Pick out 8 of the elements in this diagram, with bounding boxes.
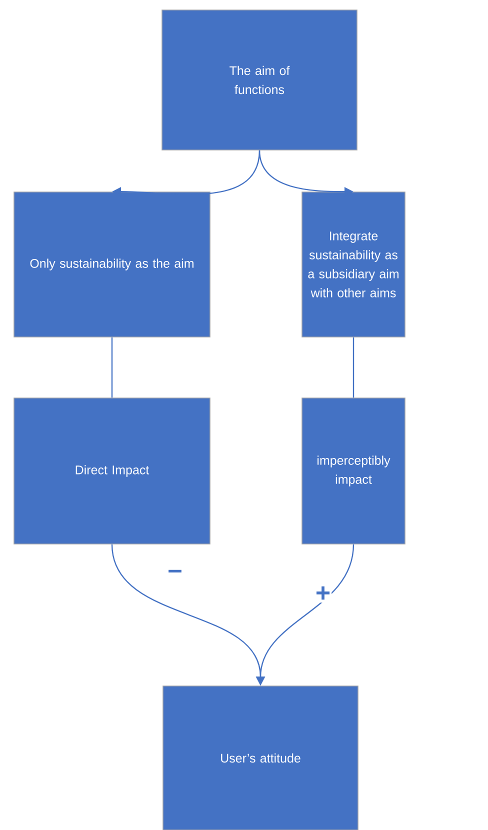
edge-label: + <box>314 585 332 603</box>
process-box: imperceptibly impact <box>302 398 406 544</box>
process-box: Integrate sustainability as a subsidiary aim with other aims <box>302 192 406 338</box>
process-box: The aim of functions <box>162 10 358 150</box>
process-box: Direct Impact <box>14 398 210 544</box>
process-box: User’s attitude <box>162 686 358 830</box>
process-box: Only sustainability as the aim <box>14 192 210 338</box>
edge-label: – <box>166 568 184 580</box>
